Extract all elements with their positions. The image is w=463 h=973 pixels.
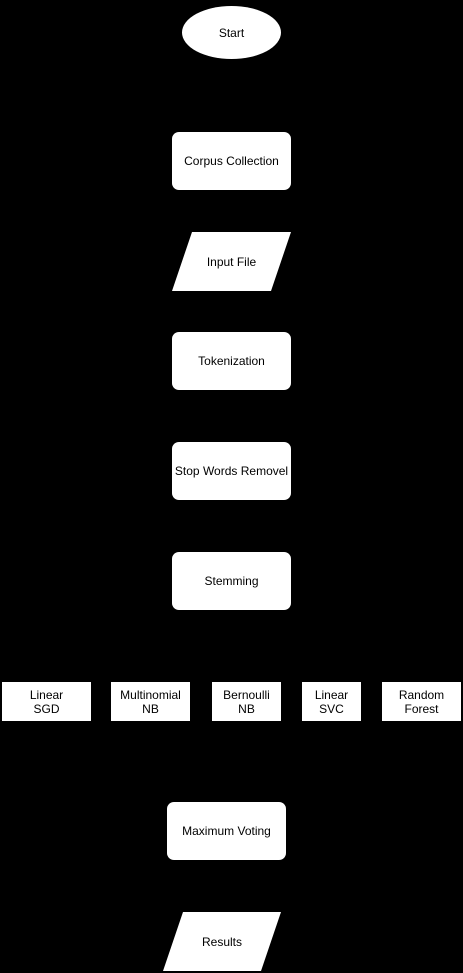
input-file-shape: [172, 232, 291, 291]
start-node: Start: [182, 6, 281, 59]
tokenization-label: Tokenization: [198, 354, 265, 368]
input-file-label: Input File: [206, 254, 257, 269]
multinomial-nb-node: Multinomial NB: [111, 682, 190, 721]
linear-svc-label: Linear SVC: [314, 687, 349, 716]
stop-words-removal-node: Stop Words Removel: [172, 442, 291, 500]
stop-words-removal-label: Stop Words Removel: [174, 464, 289, 478]
bernoulli-nb-label: Bernoulli NB: [223, 687, 270, 716]
random-forest-node: Random Forest: [382, 682, 461, 721]
stemming-label: Stemming: [204, 574, 259, 588]
results-label: Results: [201, 934, 242, 949]
corpus-collection-node: Corpus Collection: [172, 132, 291, 190]
multinomial-nb-label: Multinomial NB: [120, 687, 181, 716]
linear-sgd-node: Linear SGD: [2, 682, 91, 721]
corpus-collection-label: Corpus Collection: [184, 154, 279, 168]
results-shape: [163, 912, 281, 971]
linear-svc-node: Linear SVC: [302, 682, 361, 721]
results-node: Results: [163, 912, 281, 971]
start-label: Start: [218, 25, 245, 40]
input-file-node: Input File: [172, 232, 291, 291]
linear-sgd-label: Linear SGD: [29, 687, 64, 716]
stemming-node: Stemming: [172, 552, 291, 610]
tokenization-node: Tokenization: [172, 332, 291, 390]
maximum-voting-node: Maximum Voting: [167, 802, 286, 860]
random-forest-label: Random Forest: [398, 687, 445, 716]
maximum-voting-label: Maximum Voting: [182, 824, 271, 838]
bernoulli-nb-node: Bernoulli NB: [212, 682, 281, 721]
